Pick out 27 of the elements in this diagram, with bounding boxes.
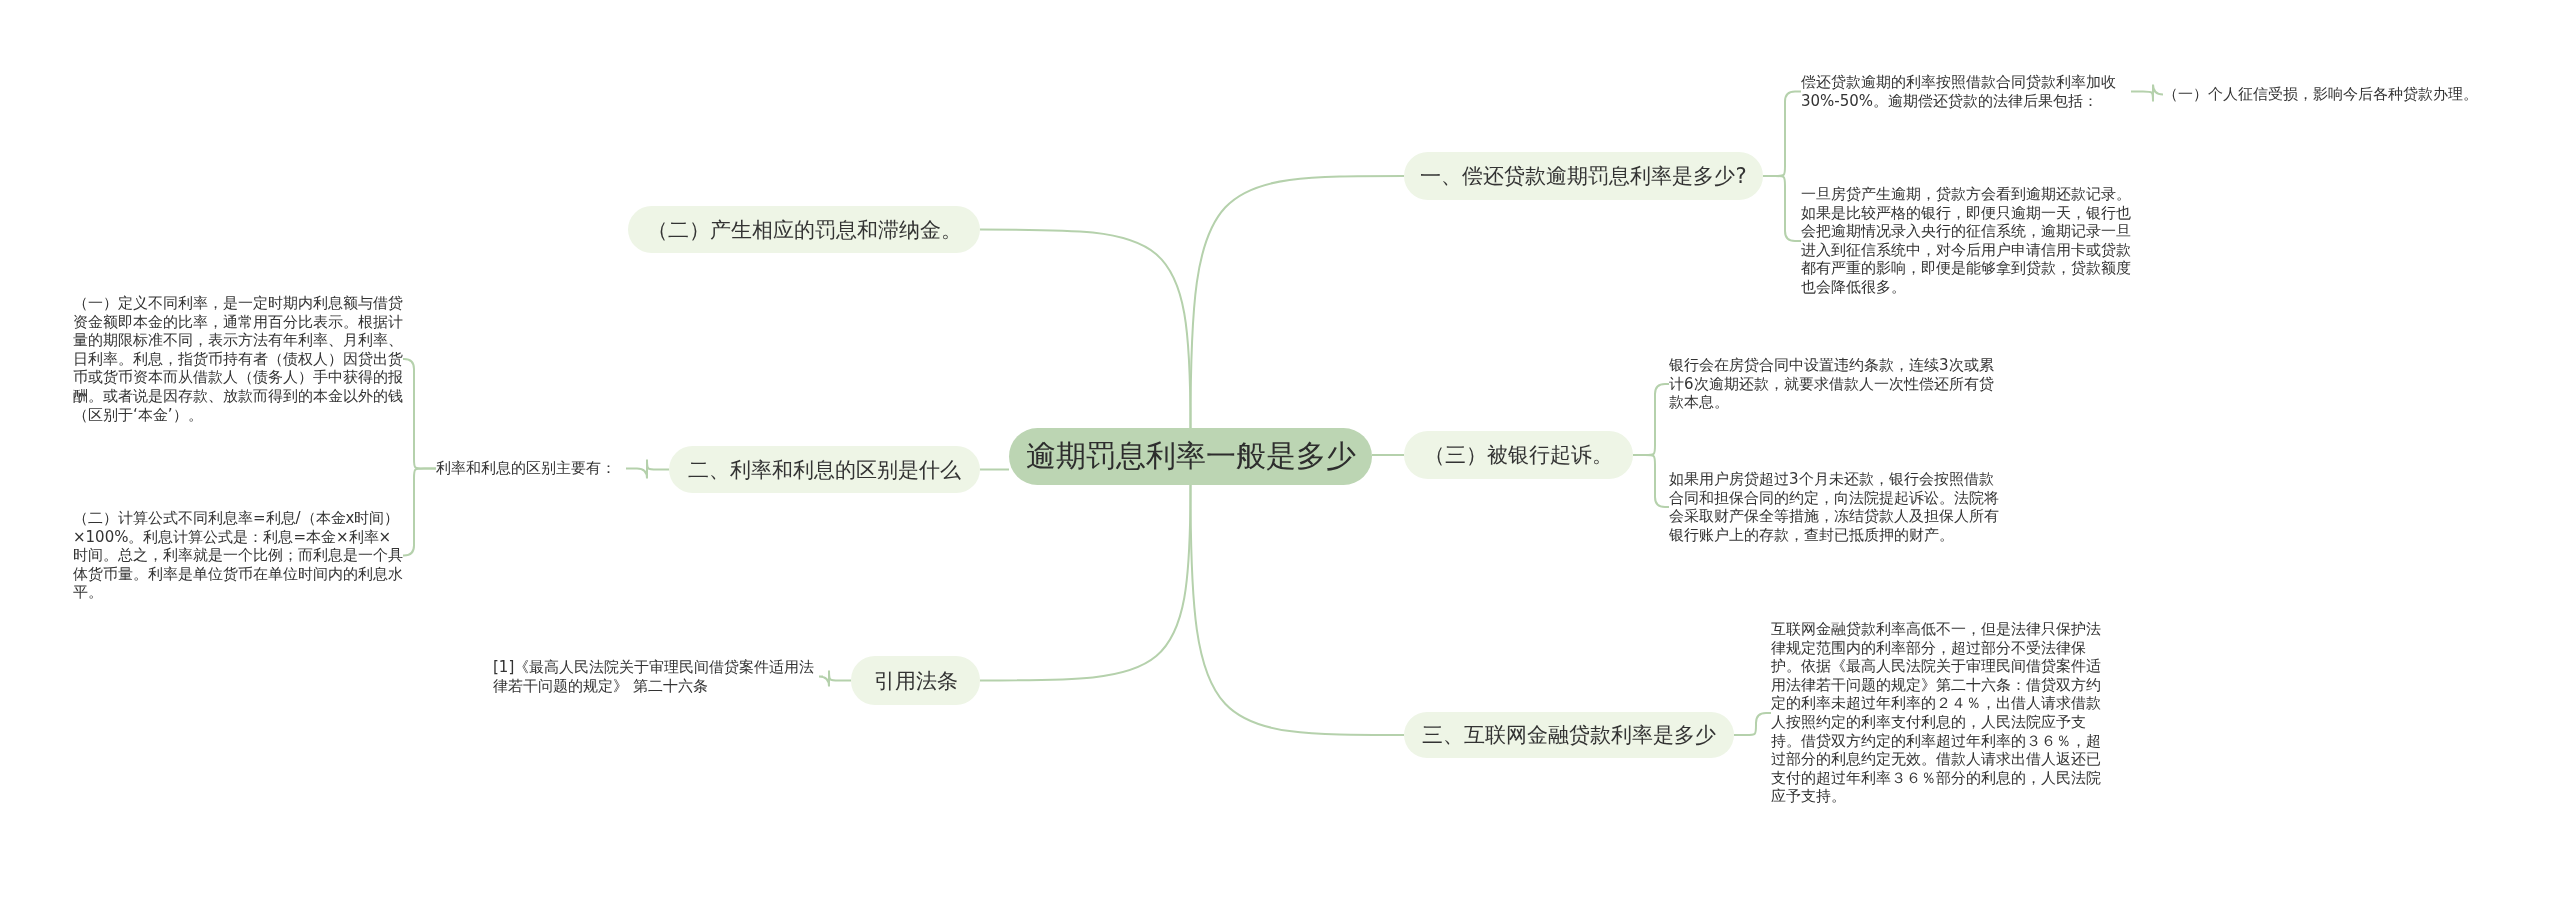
connector-line	[1733, 712, 1772, 736]
connector-line	[2130, 83, 2164, 103]
topic-box: （二）产生相应的罚息和滞纳金。	[628, 206, 980, 253]
topic-box: 一、偿还贷款逾期罚息利率是多少?	[1404, 152, 1763, 200]
topic-box: 三、互联网金融贷款利率是多少	[1404, 712, 1734, 758]
connector-line	[979, 228, 1192, 429]
connector-line	[1371, 454, 1405, 456]
note-text: [1]《最高人民法院关于审理民间借贷案件适用法律若干问题的规定》 第二十六条	[493, 658, 823, 696]
note-text: 一旦房贷产生逾期，贷款方会看到逾期还款记录。如果是比较严格的银行，即便只逾期一天，银行也会把逾期情况录入央行的征信系统，逾期记录一旦进入到征信系统中，对今后用户申请信用卡或贷款都有严重的影响，即便是能够拿到贷款，贷款额度也会降低很多。	[1801, 185, 2131, 297]
central-topic: 逾期罚息利率一般是多少	[1009, 428, 1372, 485]
note-text: （一）个人征信受损，影响今后各种贷款办理。	[2163, 85, 2503, 104]
connector-line	[818, 669, 852, 688]
note-text: 偿还贷款逾期的利率按照借款合同贷款利率加收30%-50%。逾期偿还贷款的法律后果包括：	[1801, 73, 2131, 111]
connector-line	[979, 484, 1192, 682]
connector-line	[402, 467, 437, 557]
note-text: 银行会在房贷合同中设置违约条款，连续3次或累计6次逾期还款，就要求借款人一次性偿还所有贷款本息。	[1669, 356, 1999, 412]
connector-line	[1632, 454, 1670, 508]
topic-box: 引用法条	[851, 656, 980, 705]
connector-line	[625, 458, 670, 480]
note-text: 利率和利息的区别主要有：	[436, 459, 626, 478]
note-text: 互联网金融贷款利率高低不一，但是法律只保护法律规定范围内的利率部分，超过部分不受法律保护。依据《最高人民法院关于审理民间借贷案件适用法律若干问题的规定》第二十六条：借贷双方约定的利率未超过年利率的２４％，出借人请求借款人按照约定的利率支付利息的，人民法院应予支持。借贷双方约定的利率超过年利率的３６％，超过部分的利息约定无效。借款人请求出借人返还已支付的超过年利率３６％部分的利息的，人民法院应予支持。	[1771, 620, 2101, 806]
note-text: （一）定义不同利率，是一定时期内利息额与借贷资金额即本金的比率，通常用百分比表示。根据计量的期限标准不同，表示方法有年利率、月利率、日利率。利息，指货币持有者（债权人）因贷出货币或货币资本而从借款人（债务人）手中获得的报酬。或者说是因存款、放款而得到的本金以外的钱（区别于‘本金’）。	[73, 294, 403, 425]
connector-line	[1189, 484, 1405, 736]
note-text: （二）计算公式不同利息率=利息/（本金x时间）×100%。利息计算公式是：利息=本金×利率×时间。总之，利率就是一个比例；而利息是一个具体货币量。利率是单位货币在单位时间内的利息水平。	[73, 509, 403, 602]
note-text: 如果用户房贷超过3个月未还款，银行会按照借款合同和担保合同的约定，向法院提起诉讼。法院将会采取财产保全等措施，冻结贷款人及担保人所有银行账户上的存款，查封已抵质押的财产。	[1669, 470, 1999, 545]
topic-box: （三）被银行起诉。	[1404, 431, 1633, 479]
topic-box: 二、利率和利息的区别是什么	[669, 446, 980, 493]
